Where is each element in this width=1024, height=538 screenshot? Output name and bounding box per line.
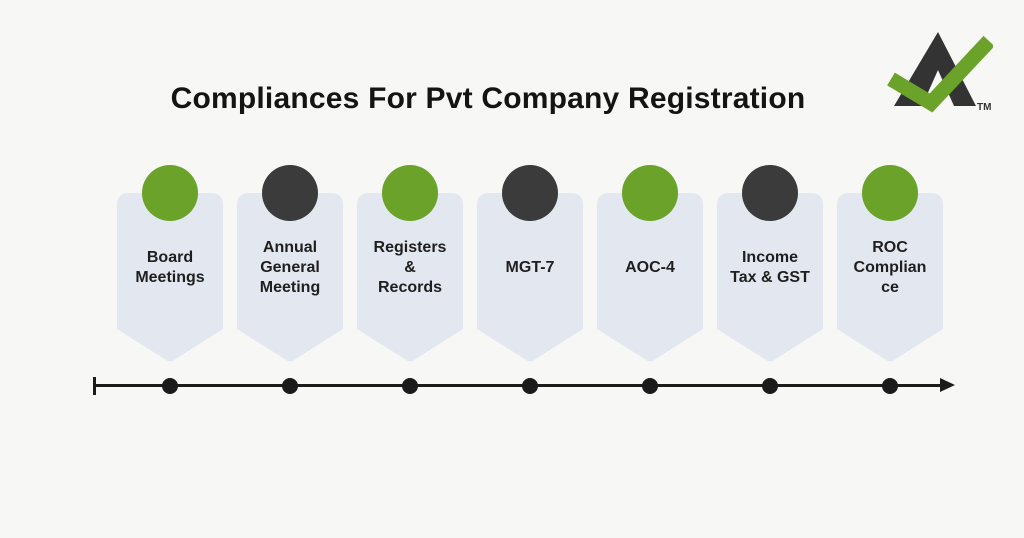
milestone-label: MGT-7 xyxy=(505,259,555,276)
milestone-card-mgt-7: MGT-7 xyxy=(477,165,583,363)
milestone-marker-circle xyxy=(862,165,918,221)
milestone-label: Annual General Meeting xyxy=(259,239,321,296)
page-title: Compliances For Pvt Company Registration xyxy=(170,82,806,115)
card-banner-shape xyxy=(357,193,463,362)
milestone-card-aoc-4: AOC-4 xyxy=(597,165,703,363)
timeline-dot xyxy=(522,378,538,394)
logo-graphic: TM xyxy=(887,32,995,113)
logo-trademark: TM xyxy=(977,102,991,113)
timeline-arrowhead-icon xyxy=(940,378,955,392)
milestone-card-income-tax-gst: Income Tax & GST xyxy=(717,165,823,363)
milestone-marker-circle xyxy=(502,165,558,221)
milestone-label: Board Meetings xyxy=(135,249,205,286)
milestone-card-board-meetings: Board Meetings xyxy=(117,165,223,363)
milestone-card-roc-compliance: ROC Compliance xyxy=(837,165,943,363)
card-banner-shape xyxy=(117,193,223,362)
company-logo: TM xyxy=(878,26,995,118)
timeline-dot xyxy=(402,378,418,394)
milestone-label: ROC Compliance xyxy=(853,239,927,296)
milestone-marker-circle xyxy=(142,165,198,221)
timeline-dot xyxy=(162,378,178,394)
timeline-start-tick xyxy=(93,377,96,395)
card-banner-shape xyxy=(837,193,943,362)
timeline-dot xyxy=(762,378,778,394)
milestone-card-registers-records: Registers & Records xyxy=(357,165,463,363)
logo-checkmark-icon xyxy=(887,35,995,113)
milestone-label: AOC-4 xyxy=(625,259,675,276)
card-banner-shape xyxy=(477,193,583,362)
timeline-dot xyxy=(882,378,898,394)
milestone-marker-circle xyxy=(262,165,318,221)
milestone-marker-circle xyxy=(622,165,678,221)
milestone-label: Income Tax & GST xyxy=(730,249,810,286)
timeline-dot xyxy=(282,378,298,394)
card-banner-shape xyxy=(717,193,823,362)
card-banner-shape xyxy=(237,193,343,362)
milestone-marker-circle xyxy=(382,165,438,221)
timeline-dot xyxy=(642,378,658,394)
milestone-label: Registers & Records xyxy=(373,239,447,296)
card-banner-shape xyxy=(597,193,703,362)
timeline-axis xyxy=(95,384,941,387)
milestone-card-annual-general-meeting: Annual General Meeting xyxy=(237,165,343,363)
milestone-marker-circle xyxy=(742,165,798,221)
